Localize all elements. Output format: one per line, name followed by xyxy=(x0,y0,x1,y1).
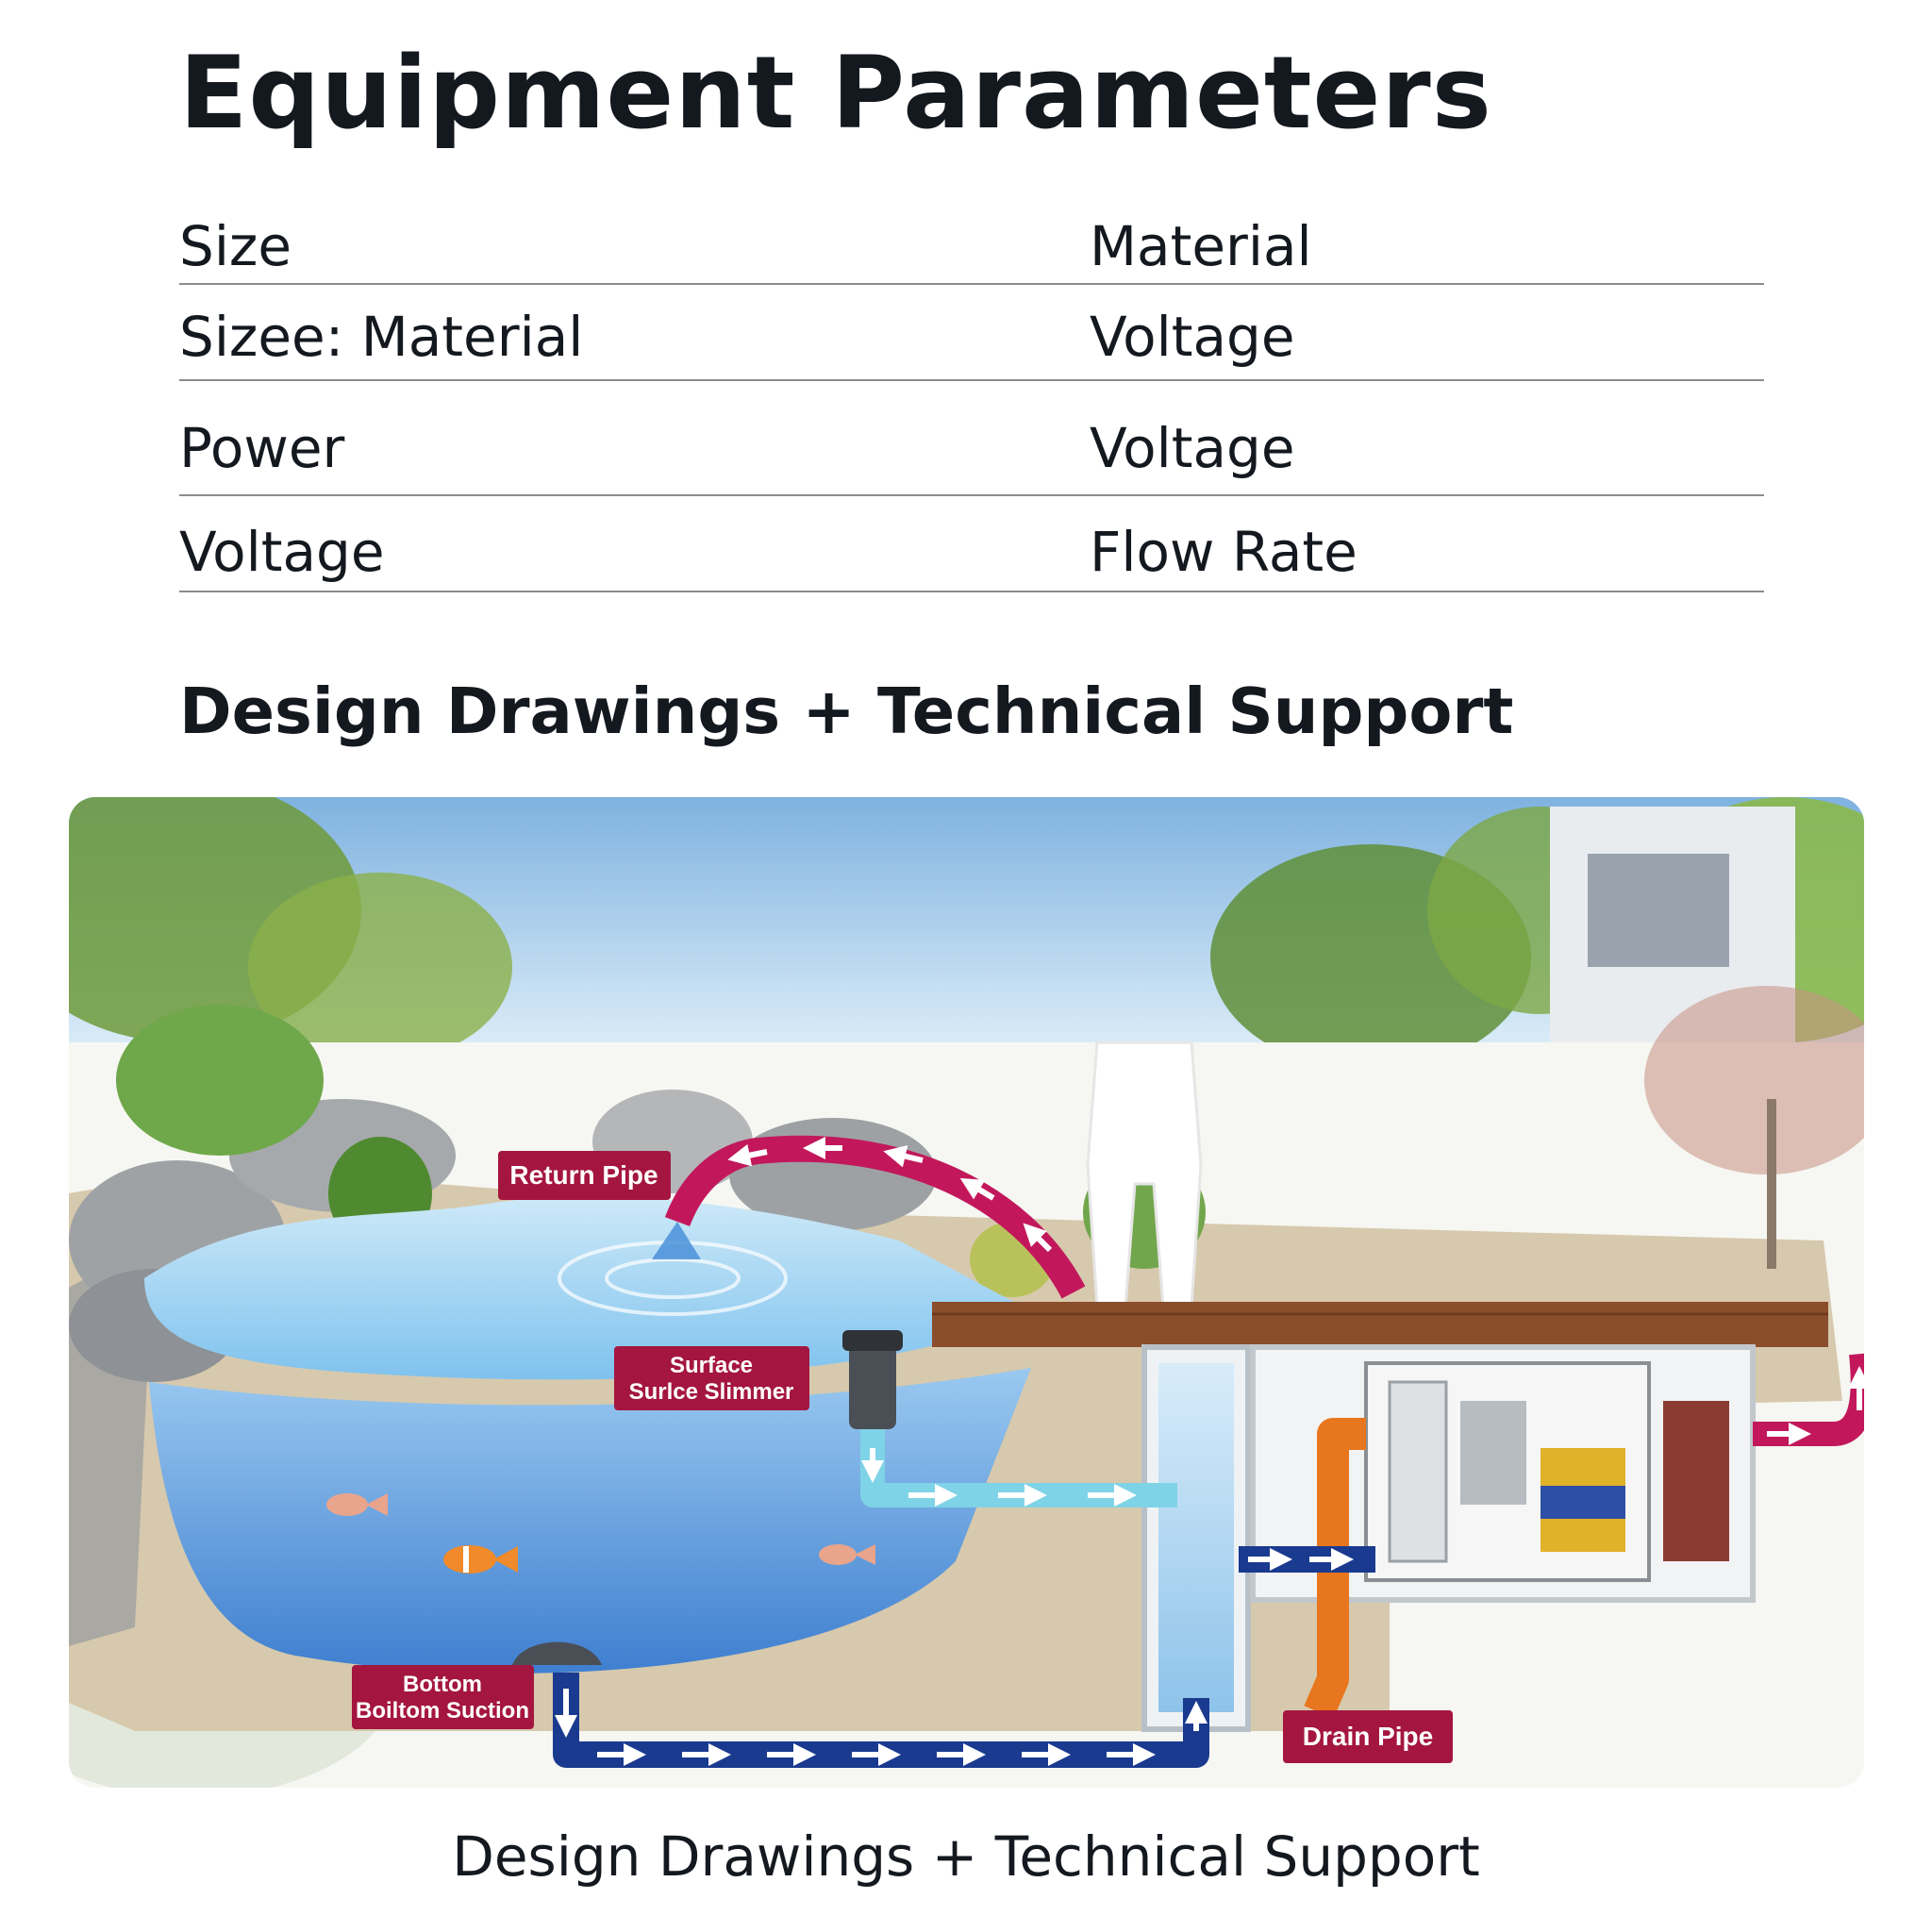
fish-icon xyxy=(326,1493,388,1516)
drain-pipe-label: Drain Pipe xyxy=(1283,1710,1453,1763)
return-pipe-label: Return Pipe xyxy=(498,1151,671,1200)
surface-skimmer-label-line1: Surface xyxy=(670,1353,753,1378)
drain-pipe-label-text: Drain Pipe xyxy=(1303,1722,1433,1751)
skimmer-body xyxy=(849,1340,896,1429)
surface-skimmer-label-line2: Surlce Slimmer xyxy=(629,1379,794,1405)
water-splash xyxy=(652,1222,701,1259)
parameter-label: Flow Rate xyxy=(1090,520,1357,584)
parameter-label: Voltage xyxy=(1090,305,1295,369)
return-pipe-label-text: Return Pipe xyxy=(509,1160,658,1190)
parameter-label: Voltage xyxy=(1090,416,1295,480)
surface-skimmer-label: Surface Surlce Slimmer xyxy=(614,1346,809,1410)
parameter-row: Size Material xyxy=(179,196,1764,285)
pond-filtration-diagram: Return Pipe Surface Surlce Slimmer Botto… xyxy=(69,797,1864,1788)
parameter-label: Material xyxy=(1090,214,1312,278)
fish-icon xyxy=(443,1545,518,1574)
diagram-caption: Design Drawings + Technical Support xyxy=(452,1824,1480,1889)
parameter-label: Power xyxy=(179,416,345,480)
pond-body xyxy=(149,1368,1031,1674)
bottom-suction-label: Bottom Boiltom Suction xyxy=(352,1665,534,1729)
bottom-suction-label-line2: Boiltom Suction xyxy=(356,1698,529,1724)
parameter-table: Size Material Sizee: Material Voltage Po… xyxy=(179,196,1764,592)
section-subtitle: Design Drawings + Technical Support xyxy=(179,675,1514,748)
page-title: Equipment Parameters xyxy=(179,35,1492,151)
parameter-row: Voltage Flow Rate xyxy=(179,496,1764,592)
fish-icon xyxy=(819,1544,875,1565)
person-silhouette xyxy=(1086,1041,1203,1308)
parameter-label: Size xyxy=(179,214,292,278)
parameter-label: Sizee: Material xyxy=(179,305,584,369)
wood-deck xyxy=(932,1302,1828,1347)
pond-surface xyxy=(144,1196,1031,1380)
bottom-drain xyxy=(512,1641,602,1665)
bottom-suction-label-line1: Bottom xyxy=(403,1672,482,1697)
parameter-row: Sizee: Material Voltage xyxy=(179,285,1764,381)
parameter-row: Power Voltage xyxy=(179,381,1764,496)
parameter-label: Voltage xyxy=(179,520,385,584)
